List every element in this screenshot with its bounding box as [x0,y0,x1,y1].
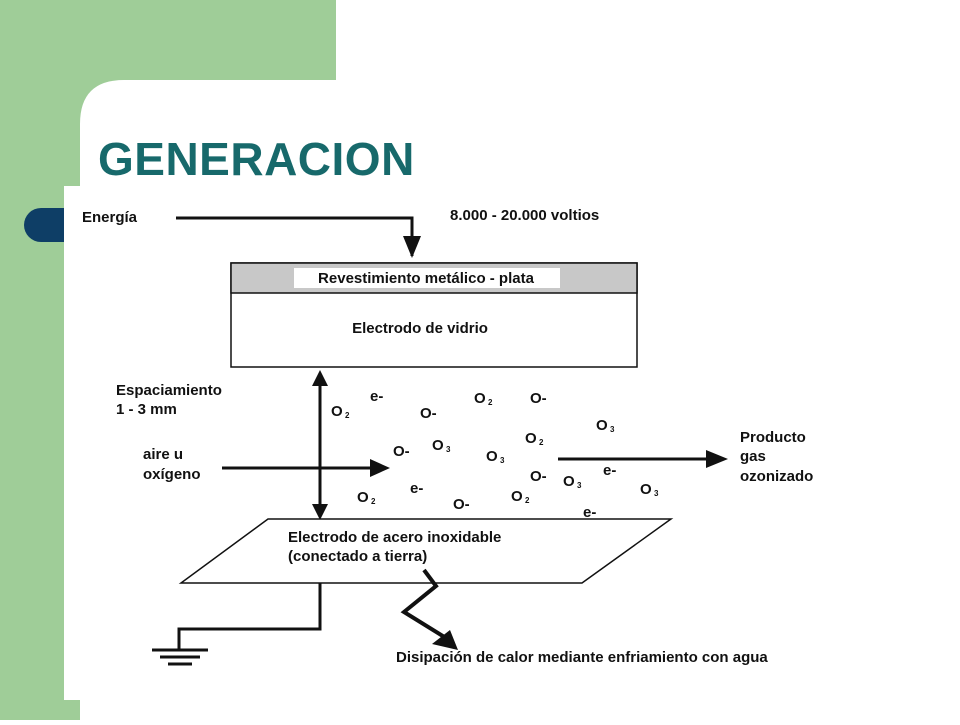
energy-label: Energía [82,209,138,226]
svg-text:3: 3 [610,425,615,434]
air-label-line1: aire u [143,446,183,463]
svg-text:O: O [511,488,523,505]
oxygen-ion: O- [393,443,410,460]
ground-wire [177,583,322,650]
svg-text:O: O [563,473,575,490]
spacing-arrow-down [312,504,328,520]
svg-text:O: O [331,403,343,420]
spacing-label-line2: 1 - 3 mm [116,401,177,418]
glass-electrode-label: Electrodo de vidrio [352,320,488,337]
electron: e- [603,462,616,479]
svg-text:3: 3 [446,445,451,454]
svg-text:O: O [525,430,537,447]
oxygen-ion: O- [530,468,547,485]
coating-label-bg [294,268,560,288]
electron: e- [370,388,383,405]
steel-electrode-plate [178,518,674,584]
svg-text:2: 2 [371,497,376,506]
coating-label: Revestimiento metálico - plata [318,270,535,287]
svg-text:O: O [357,489,369,506]
svg-text:2: 2 [488,398,493,407]
air-inlet-arrowhead [370,459,390,477]
oxygen-ion: O- [530,390,547,407]
voltage-label: 8.000 - 20.000 voltios [450,207,599,224]
steel-electrode-label-line1: Electrodo de acero inoxidable [288,529,501,546]
slide-title: GENERACION [98,133,415,185]
svg-text:O: O [640,481,652,498]
product-label-line3: ozonizado [740,468,813,485]
svg-text:O: O [486,448,498,465]
svg-text:2: 2 [345,411,350,420]
heat-dissipation-label: Disipación de calor mediante enfriamient… [396,649,768,666]
oxygen-ion: O- [420,405,437,422]
svg-text:O: O [474,390,486,407]
svg-text:2: 2 [539,438,544,447]
heat-arrowhead [432,630,458,650]
svg-text:O: O [432,437,444,454]
energy-arrow [176,216,421,258]
heat-zigzag [400,568,448,640]
svg-text:3: 3 [654,489,659,498]
svg-text:O: O [596,417,608,434]
electron: e- [583,504,596,521]
svg-text:3: 3 [577,481,582,490]
product-outlet-arrowhead [706,450,728,468]
oxygen-ion: O- [453,496,470,513]
product-label-line2: gas [740,448,766,465]
electron: e- [410,480,423,497]
spacing-label-line1: Espaciamiento [116,382,222,399]
product-label-line1: Producto [740,429,806,446]
air-label-line2: oxígeno [143,466,201,483]
svg-text:2: 2 [525,496,530,505]
steel-electrode-label-line2: (conectado a tierra) [288,548,427,565]
svg-text:3: 3 [500,456,505,465]
spacing-arrow-up [312,370,328,386]
